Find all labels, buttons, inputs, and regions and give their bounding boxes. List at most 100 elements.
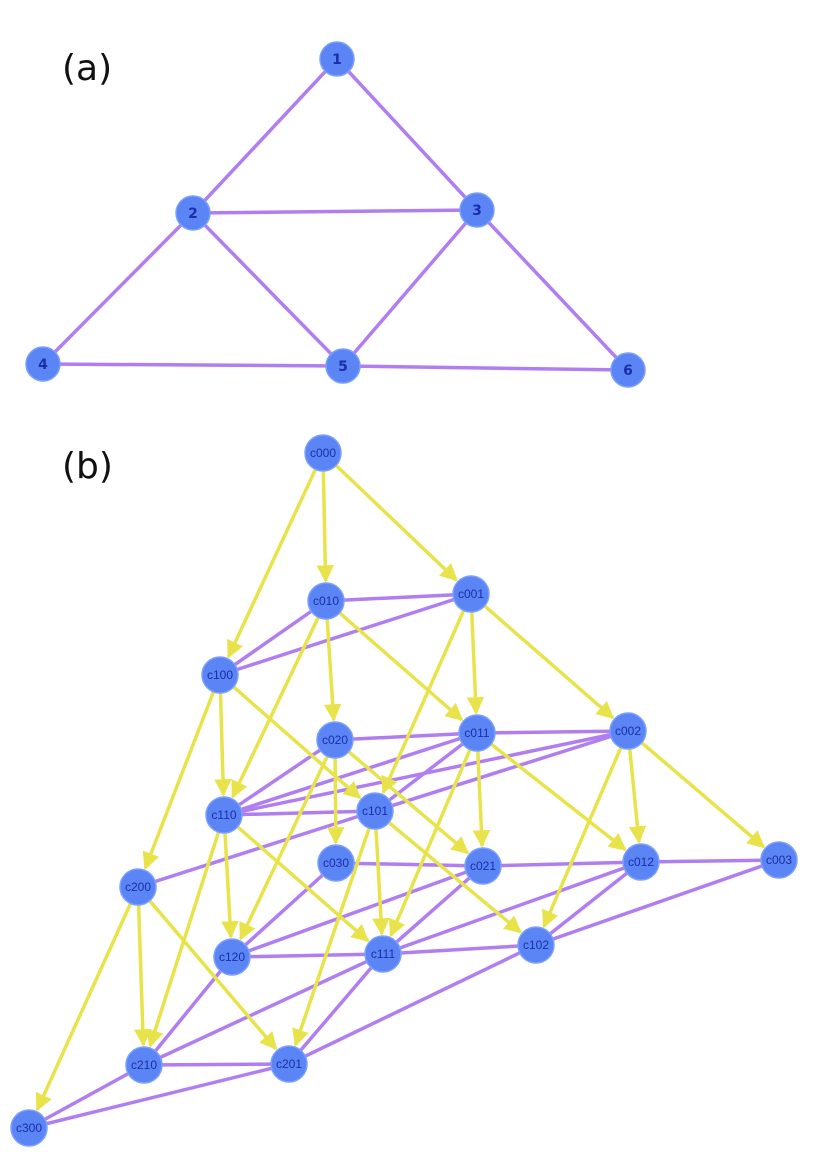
node-label: c200: [125, 880, 151, 894]
arrow-c011-c021: [472, 750, 491, 848]
node-circle: [316, 721, 354, 759]
edge-c010-c001: [325, 592, 472, 603]
panel-a-label: (a): [62, 48, 112, 89]
arrow-c000-c001: [334, 464, 458, 582]
edge-c012-c111: [382, 860, 642, 956]
arrow-c200-c210: [134, 904, 152, 1047]
arrow-c100-c110: [214, 692, 232, 797]
edge-c210-c111: [143, 952, 384, 1067]
node-label: c102: [523, 938, 549, 952]
node-c012: c012: [622, 843, 660, 881]
node-circle: [175, 195, 211, 231]
arrow-c002-c102: [542, 746, 623, 929]
node-label: c020: [322, 733, 348, 747]
node-c210: c210: [125, 1046, 163, 1084]
node-circle: [317, 844, 355, 882]
edge-c030-c120: [230, 861, 338, 959]
edge-c011-c002: [476, 729, 629, 735]
node-circle: [517, 926, 555, 964]
edge-c010-c100: [218, 599, 328, 677]
node-6: 6: [610, 352, 646, 388]
node-circle: [307, 582, 345, 620]
edge-c021-c111: [381, 864, 485, 956]
arrow-c010-c011: [338, 611, 464, 722]
node-label: 3: [472, 203, 482, 219]
edge-c300-c201: [28, 1062, 290, 1130]
arrow-c011-c111: [388, 748, 472, 938]
node-circle: [10, 1109, 48, 1147]
node-label: c010: [313, 594, 339, 608]
node-label: c201: [276, 1057, 302, 1071]
arrow-c101-c111: [372, 828, 390, 936]
node-c120: c120: [213, 938, 251, 976]
node-label: c011: [464, 726, 489, 740]
arrow-c000-c010: [316, 470, 335, 583]
node-label: 2: [188, 206, 198, 222]
node-c100: c100: [201, 656, 239, 694]
node-label: 4: [38, 357, 48, 373]
arrow-c110-c111: [236, 825, 370, 943]
node-c111: c111: [364, 935, 402, 973]
panel-a-edges: [41, 57, 630, 372]
arrow-c200-c300: [35, 902, 133, 1112]
edge-1-3: [335, 57, 479, 212]
edge-2-5: [191, 211, 345, 368]
node-circle: [622, 843, 660, 881]
node-label: c110: [211, 808, 236, 822]
node-label: c111: [371, 947, 396, 961]
arrow-c100-c101: [232, 685, 362, 800]
edge-c012-c102: [534, 860, 643, 947]
node-c000: c000: [304, 434, 342, 472]
edge-c300-c210: [28, 1063, 145, 1130]
node-label: c030: [323, 856, 349, 870]
node-circle: [319, 41, 355, 77]
node-circle: [125, 1046, 163, 1084]
node-circle: [458, 714, 496, 752]
edge-c201-c102: [288, 943, 537, 1066]
node-c030: c030: [317, 844, 355, 882]
edge-c001-c100: [219, 592, 472, 677]
node-4: 4: [25, 346, 61, 382]
node-c021: c021: [464, 847, 502, 885]
edge-3-6: [475, 208, 630, 372]
edge-c002-c110: [223, 729, 629, 817]
panel-b-label: (b): [62, 446, 113, 487]
node-label: 5: [338, 359, 348, 375]
node-c003: c003: [760, 841, 798, 879]
arrow-c100-c200: [142, 691, 216, 870]
arrow-c101-c102: [387, 821, 522, 934]
arrow-c000-c100: [226, 468, 318, 659]
panel-b-directed-edges: [35, 464, 766, 1112]
node-circle: [459, 192, 495, 228]
node-circle: [213, 938, 251, 976]
edge-1-2: [191, 57, 339, 215]
edge-c120-c111: [231, 952, 384, 959]
arrow-c001-c101: [381, 609, 466, 795]
node-label: c300: [16, 1121, 42, 1135]
edge-c003-c102: [535, 858, 780, 947]
node-circle: [364, 935, 402, 973]
edge-c210-c120: [142, 955, 234, 1067]
edge-c020-c110: [223, 738, 336, 817]
node-1: 1: [319, 41, 355, 77]
edge-c012-c003: [640, 858, 780, 864]
node-c010: c010: [307, 582, 345, 620]
edge-c021-c012: [482, 860, 642, 868]
arrow-c020-c120: [238, 755, 329, 941]
node-label: 1: [332, 52, 342, 68]
panel-a-graph: 1 2 3 4 5 6: [25, 41, 646, 388]
node-5: 5: [325, 348, 361, 384]
node-c300: c300: [10, 1109, 48, 1147]
edge-c030-c021: [335, 861, 484, 868]
edge-c002-c101: [374, 729, 629, 813]
node-label: c000: [310, 446, 336, 460]
node-label: c002: [615, 724, 641, 738]
arrow-c001-c011: [466, 611, 485, 715]
arrow-c110-c120: [221, 832, 239, 939]
node-c002: c002: [609, 712, 647, 750]
node-c101: c101: [356, 792, 394, 830]
node-c110: c110: [205, 796, 243, 834]
node-c020: c020: [316, 721, 354, 759]
arrow-c020-c021: [347, 750, 470, 855]
